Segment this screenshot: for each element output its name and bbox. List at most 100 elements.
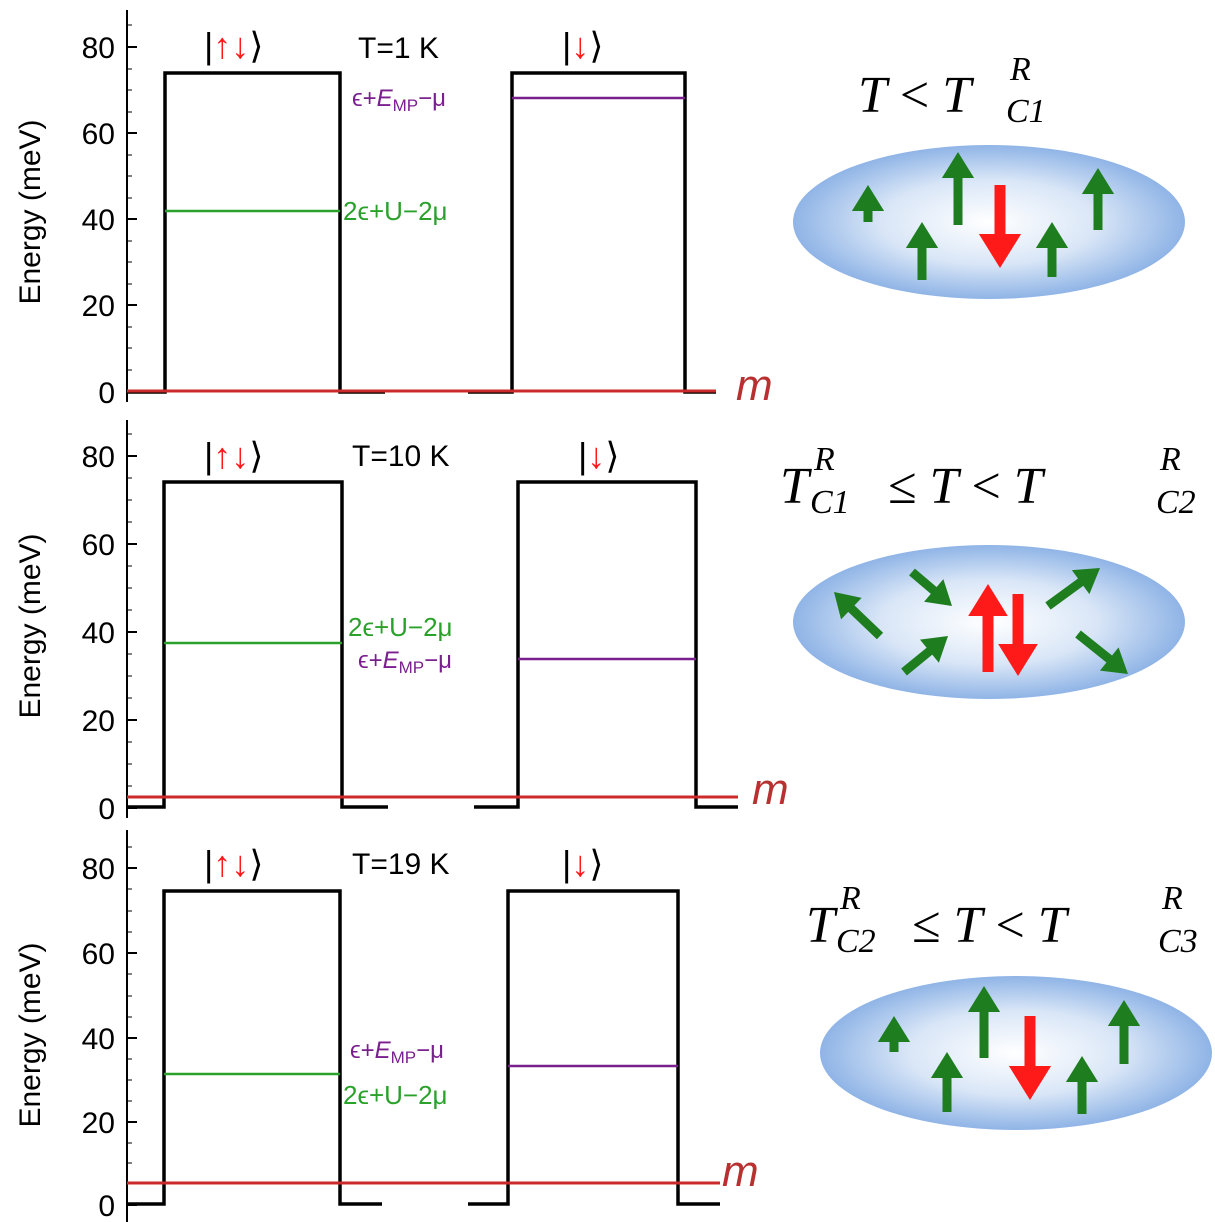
spin-up-arrow-icon <box>1081 168 1115 230</box>
single-state-ket: |↓⟩ <box>578 435 619 476</box>
panel-3: 0 20 40 60 80 Energy (meV) |↑↓⟩ |↓⟩ T=19… <box>14 830 759 1222</box>
magnetic-polaron-ellipse <box>820 976 1212 1130</box>
y-tick-label: 60 <box>82 529 115 562</box>
spin-up-arrow-icon <box>967 986 1001 1058</box>
spin-arrow-icon <box>901 636 948 676</box>
svg-text:R: R <box>1159 441 1181 478</box>
ket-bracket: ⟩ <box>589 843 603 884</box>
spin-down-arrow-icon <box>978 185 1022 268</box>
pair-state-ket: |↑↓⟩ <box>204 25 263 66</box>
spin-cluster-2 <box>793 545 1185 699</box>
ket-bracket: ⟩ <box>249 25 263 66</box>
svg-text:T: T <box>780 458 812 515</box>
spin-cluster-1 <box>793 145 1185 299</box>
ket-bracket: ⟩ <box>589 25 603 66</box>
y-tick-label: 40 <box>82 204 115 237</box>
spin-down-arrow-icon: ↓ <box>571 843 589 884</box>
spin-up-arrow-icon <box>930 1052 964 1112</box>
panel-title: T=19 K <box>352 848 450 881</box>
spin-arrow-icon <box>909 568 952 606</box>
spin-cluster-3 <box>820 976 1212 1130</box>
pair-level-label: 2ϵ+U−2μ <box>348 612 453 642</box>
single-state-ket: |↓⟩ <box>562 25 603 66</box>
svg-text:|↓⟩: |↓⟩ <box>562 25 603 66</box>
ket-bar: | <box>578 435 587 476</box>
ket-bracket: ⟩ <box>249 435 263 476</box>
panel-title: T=1 K <box>358 32 439 65</box>
y-tick-label: 0 <box>98 1190 115 1222</box>
spin-up-arrow-icon <box>968 584 1008 672</box>
pair-level-label: 2ϵ+U−2μ <box>343 1080 448 1110</box>
y-tick-label: 60 <box>82 118 115 151</box>
single-state-box <box>468 889 720 1206</box>
svg-text:|↑↓⟩: |↑↓⟩ <box>204 25 263 66</box>
spin-down-arrow-icon: ↓ <box>571 25 589 66</box>
svg-text:|↓⟩: |↓⟩ <box>578 435 619 476</box>
ket-bar: | <box>204 843 213 884</box>
svg-text:C2: C2 <box>836 923 876 960</box>
y-axis-ticks <box>127 24 137 393</box>
spin-up-arrow-icon: ↑ <box>213 843 231 884</box>
y-tick-label: 0 <box>98 793 115 826</box>
svg-text:|↓⟩: |↓⟩ <box>562 843 603 884</box>
y-axis-label: Energy (meV) <box>14 942 47 1127</box>
svg-text:≤ T < T: ≤ T < T <box>888 458 1046 515</box>
ket-bracket: ⟩ <box>605 435 619 476</box>
y-tick-label: 20 <box>82 705 115 738</box>
spin-arrow-icon <box>1075 630 1128 674</box>
ket-bar: | <box>204 435 213 476</box>
pair-level-label: 2ϵ+U−2μ <box>343 196 448 226</box>
spin-up-arrow-icon: ↑ <box>213 435 231 476</box>
spin-arrow-icon <box>834 592 884 640</box>
spin-up-arrow-icon <box>1035 222 1069 277</box>
y-tick-label: 40 <box>82 1023 115 1056</box>
svg-text:C1: C1 <box>810 484 850 521</box>
y-tick-label: 80 <box>82 32 115 65</box>
spin-arrow-icon <box>1045 568 1100 610</box>
spin-up-arrow-icon <box>1107 1000 1141 1064</box>
spin-down-arrow-icon <box>1008 1016 1052 1100</box>
y-axis-ticks <box>127 846 137 1206</box>
m-label: m <box>752 765 789 814</box>
pair-state-ket: |↑↓⟩ <box>204 435 263 476</box>
ket-bar: | <box>204 25 213 66</box>
y-axis-ticks <box>127 433 137 809</box>
single-state-ket: |↓⟩ <box>562 843 603 884</box>
single-level-label: ϵ+EMP−μ <box>350 1037 444 1067</box>
svg-text:≤ T < T: ≤ T < T <box>912 897 1070 954</box>
panel-2: 0 20 40 60 80 Energy (meV) |↑↓⟩ |↓⟩ T=10… <box>14 420 789 826</box>
panel-title: T=10 K <box>352 440 450 473</box>
ket-bar: | <box>562 843 571 884</box>
svg-text:T: T <box>806 897 838 954</box>
svg-text:|↑↓⟩: |↑↓⟩ <box>204 435 263 476</box>
spin-down-arrow-icon: ↓ <box>231 25 249 66</box>
svg-text:T < T: T < T <box>858 67 974 124</box>
spin-up-arrow-icon <box>941 152 975 225</box>
y-tick-label: 0 <box>98 377 115 410</box>
svg-text:R: R <box>1161 880 1183 917</box>
single-level-label: ϵ+EMP−μ <box>358 647 452 677</box>
regime-formula-1: T < T R C1 <box>858 51 1046 130</box>
y-tick-label: 20 <box>82 290 115 323</box>
svg-text:C1: C1 <box>1006 93 1046 130</box>
pair-state-box <box>127 480 388 809</box>
y-tick-label: 80 <box>82 853 115 886</box>
single-state-box <box>468 71 716 394</box>
spin-up-arrow-icon <box>877 1016 911 1052</box>
m-label: m <box>736 361 773 410</box>
y-tick-label: 80 <box>82 441 115 474</box>
spin-down-arrow-icon <box>998 594 1038 676</box>
panel-1: 0 20 40 60 80 Energy (meV) |↑↓⟩ |↓⟩ T=1 … <box>14 10 773 410</box>
svg-text:C3: C3 <box>1158 923 1198 960</box>
spin-up-arrow-icon <box>905 222 939 280</box>
y-tick-label: 40 <box>82 617 115 650</box>
single-level-label: ϵ+EMP−μ <box>352 85 446 115</box>
m-label: m <box>722 1147 759 1196</box>
spin-up-arrow-icon <box>851 185 885 222</box>
regime-formula-3: T R C2 ≤ T < T R C3 <box>806 880 1198 960</box>
svg-text:C2: C2 <box>1156 484 1196 521</box>
pair-state-box <box>127 71 385 394</box>
y-tick-label: 60 <box>82 938 115 971</box>
spin-up-arrow-icon: ↑ <box>213 25 231 66</box>
